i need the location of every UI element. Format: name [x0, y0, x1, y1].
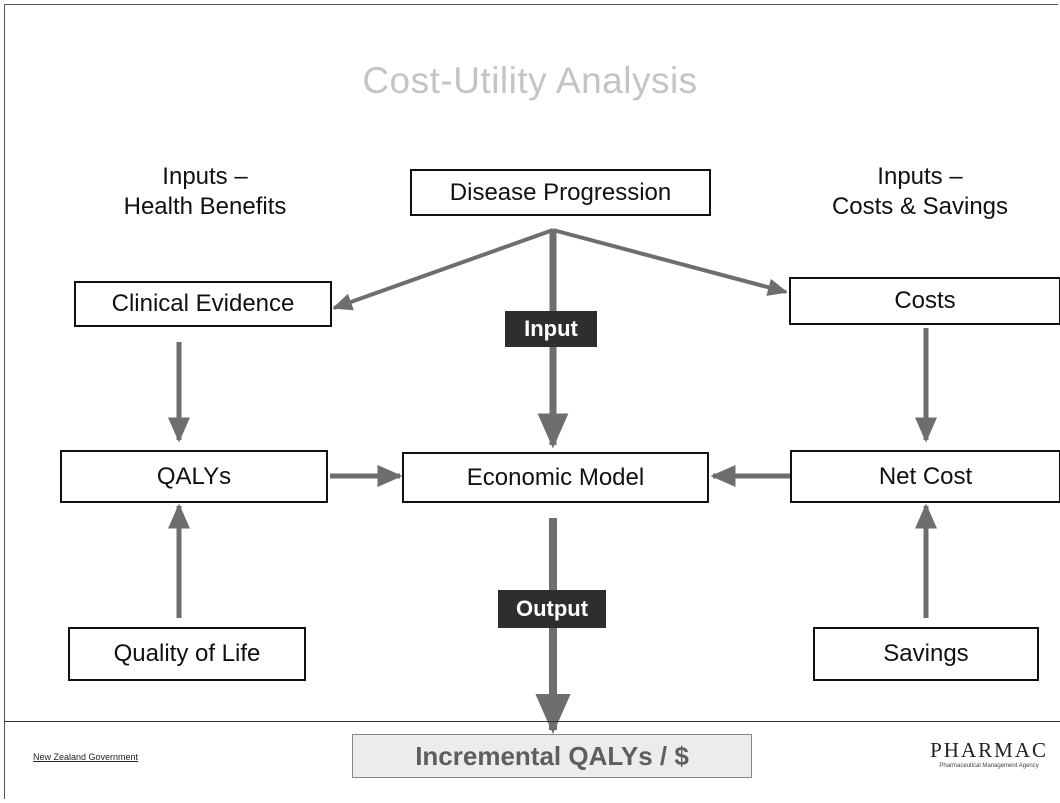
- footer-divider: [4, 721, 1060, 722]
- node-disease-progression: Disease Progression: [410, 169, 711, 216]
- node-quality-of-life: Quality of Life: [68, 627, 306, 681]
- heading-health-benefits-line2: Health Benefits: [123, 193, 287, 220]
- pharmac-logo: PHARMAC Pharmaceutical Management Agency: [930, 738, 1048, 769]
- slide-frame: [4, 4, 1058, 799]
- heading-costs-savings-line2: Costs & Savings: [831, 193, 1009, 220]
- output-label: Output: [498, 590, 606, 628]
- diagram-title: Cost-Utility Analysis: [362, 60, 698, 101]
- arrow-disease-to-clinical: [332, 228, 554, 311]
- node-economic-model: Economic Model: [402, 452, 709, 503]
- heading-costs-savings-line1: Inputs –: [877, 163, 963, 190]
- arrow-disease-to-costs: [552, 228, 788, 296]
- node-clinical-evidence: Clinical Evidence: [74, 281, 332, 327]
- node-savings: Savings: [813, 627, 1039, 681]
- pharmac-logo-name: PHARMAC: [930, 738, 1048, 762]
- heading-costs-savings: Inputs – Costs & Savings: [800, 162, 1040, 222]
- heading-health-benefits-line1: Inputs –: [162, 163, 248, 190]
- government-logo-text: New Zealand Government: [33, 752, 139, 762]
- input-label: Input: [505, 311, 597, 347]
- node-costs: Costs: [789, 277, 1060, 325]
- node-qalys: QALYs: [60, 450, 328, 503]
- heading-health-benefits: Inputs – Health Benefits: [90, 162, 320, 222]
- node-incremental-qalys: Incremental QALYs / $: [352, 734, 752, 778]
- node-net-cost: Net Cost: [790, 450, 1060, 503]
- pharmac-logo-subtitle: Pharmaceutical Management Agency: [939, 763, 1039, 769]
